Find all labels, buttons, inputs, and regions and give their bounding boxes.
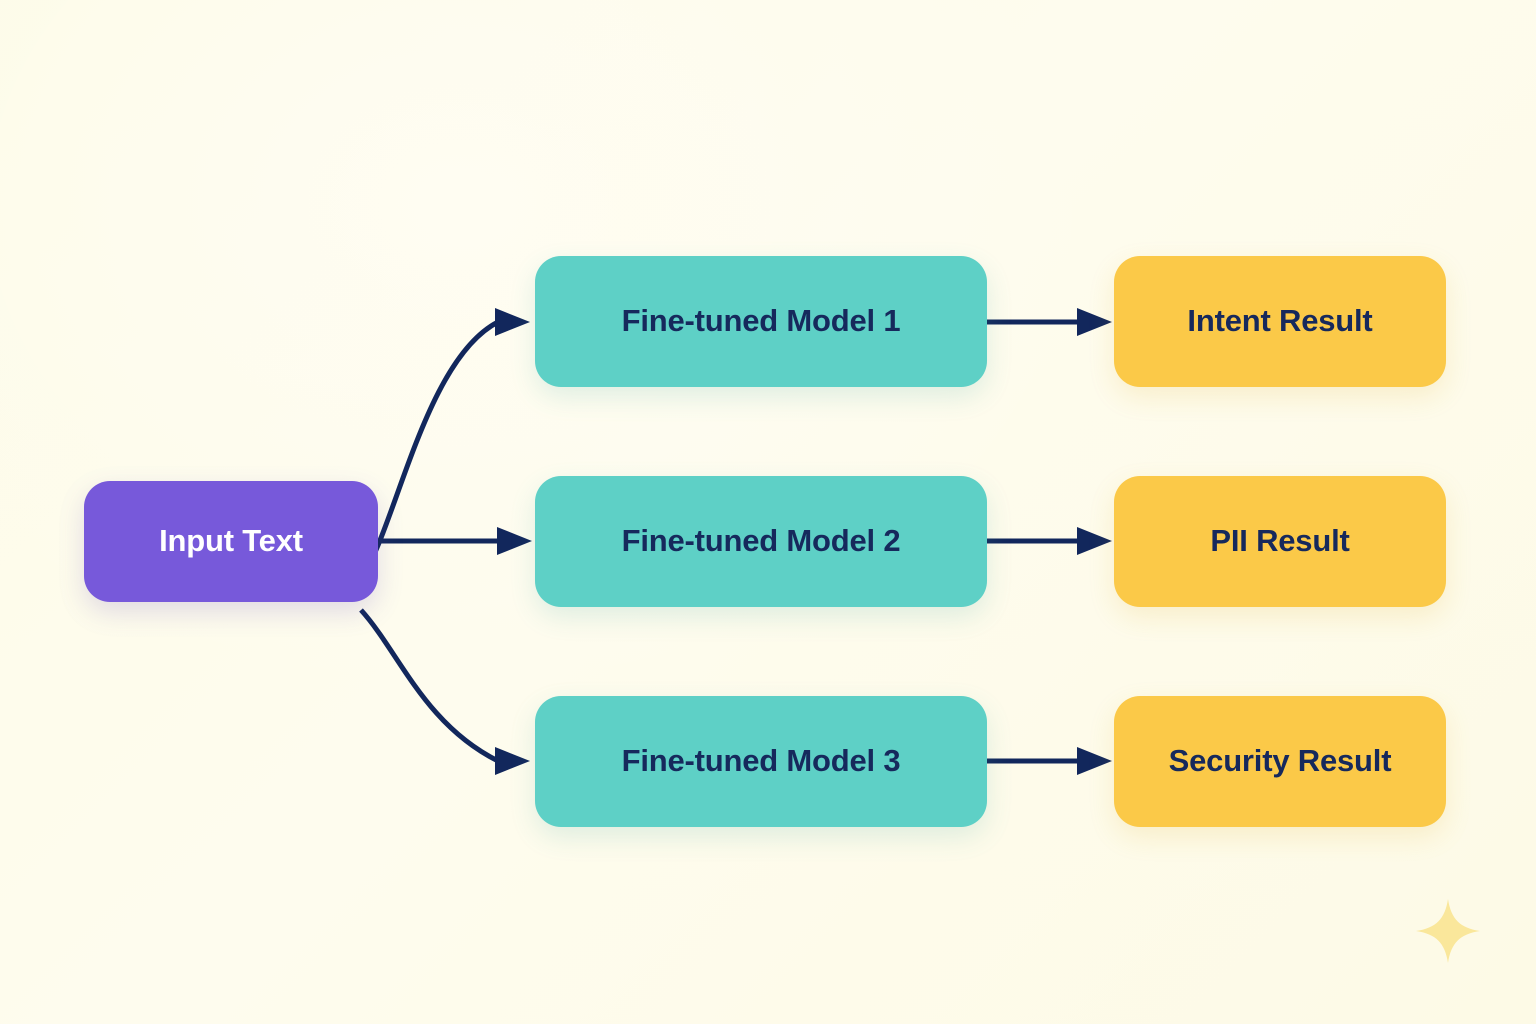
arrow-head-model-1-intent (1077, 308, 1112, 336)
arrow-head-input-model-1 (495, 308, 530, 336)
node-security-result[interactable]: Security Result (1114, 696, 1446, 827)
node-pii-result-label: PII Result (1210, 523, 1350, 559)
edge-path-input-model-1 (358, 319, 500, 580)
node-fine-tuned-model-2-label: Fine-tuned Model 2 (621, 523, 901, 559)
node-fine-tuned-model-1[interactable]: Fine-tuned Model 1 (535, 256, 987, 387)
arrow-head-input-model-3 (495, 747, 530, 775)
edge-input-to-model-1 (358, 308, 530, 580)
edge-model-2-to-pii-result (987, 527, 1112, 555)
edge-model-3-to-security-result (987, 747, 1112, 775)
node-security-result-label: Security Result (1168, 743, 1392, 779)
edge-input-to-model-3 (359, 608, 530, 775)
node-fine-tuned-model-1-label: Fine-tuned Model 1 (621, 303, 901, 339)
edge-path-input-model-3 (359, 608, 500, 764)
arrow-head-input-model-2 (497, 527, 532, 555)
sparkle-icon (1416, 899, 1480, 963)
edge-model-1-to-intent-result (987, 308, 1112, 336)
edge-input-to-model-2 (378, 527, 532, 555)
node-intent-result[interactable]: Intent Result (1114, 256, 1446, 387)
node-pii-result[interactable]: PII Result (1114, 476, 1446, 607)
arrow-head-model-2-pii (1077, 527, 1112, 555)
node-input-text[interactable]: Input Text (84, 481, 378, 602)
node-input-text-label: Input Text (159, 523, 303, 559)
node-fine-tuned-model-2[interactable]: Fine-tuned Model 2 (535, 476, 987, 607)
node-fine-tuned-model-3-label: Fine-tuned Model 3 (621, 743, 901, 779)
node-fine-tuned-model-3[interactable]: Fine-tuned Model 3 (535, 696, 987, 827)
arrow-head-model-3-security (1077, 747, 1112, 775)
node-intent-result-label: Intent Result (1187, 303, 1373, 339)
